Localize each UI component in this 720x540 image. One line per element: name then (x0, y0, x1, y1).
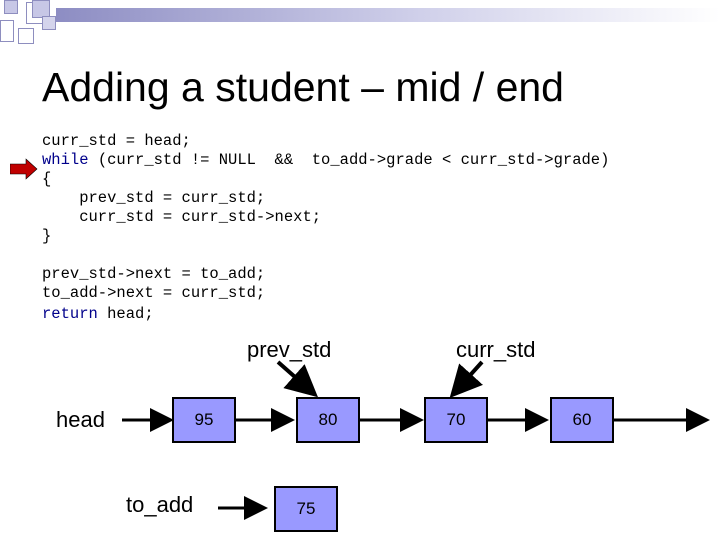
header-decoration (0, 0, 720, 48)
code-line: { (42, 170, 52, 188)
header-gradient-bar (56, 8, 720, 22)
code-line: return head; (42, 305, 154, 324)
list-node: 95 (172, 397, 236, 443)
deco-square (18, 28, 34, 44)
deco-square (4, 0, 18, 14)
code-text: (curr_std != NULL && to_add->grade < cur… (88, 151, 610, 169)
to-add-label: to_add (126, 492, 194, 517)
list-node: 70 (424, 397, 488, 443)
code-line: } (42, 227, 52, 245)
code-line: prev_std->next = to_add; (42, 265, 266, 283)
deco-square (42, 16, 56, 30)
prev-std-label: prev_std (247, 337, 332, 362)
deco-square (0, 20, 14, 42)
code-line: while (curr_std != NULL && to_add->grade… (42, 151, 609, 170)
code-line: to_add->next = curr_std; (42, 284, 266, 302)
slide-title: Adding a student – mid / end (42, 64, 564, 110)
node-value: 80 (318, 410, 338, 429)
curr-std-pointer (449, 360, 484, 398)
node-value: 95 (194, 410, 214, 429)
current-line-arrow-icon (10, 158, 38, 180)
list-node: 60 (550, 397, 614, 443)
code-line: prev_std = curr_std; (42, 189, 266, 207)
prev-std-pointer (276, 360, 318, 398)
new-node: 75 (274, 486, 338, 532)
code-text: head; (97, 305, 154, 323)
node-value: 75 (296, 499, 316, 518)
code-line: curr_std = curr_std->next; (42, 208, 322, 226)
deco-square (32, 0, 50, 18)
list-node: 80 (296, 397, 360, 443)
curr-std-label: curr_std (456, 337, 536, 362)
node-value: 70 (446, 410, 466, 429)
code-line: curr_std = head; (42, 132, 191, 150)
code-keyword: while (42, 151, 89, 169)
node-value: 60 (572, 410, 592, 429)
head-label: head (56, 407, 105, 432)
code-keyword: return (42, 305, 98, 323)
